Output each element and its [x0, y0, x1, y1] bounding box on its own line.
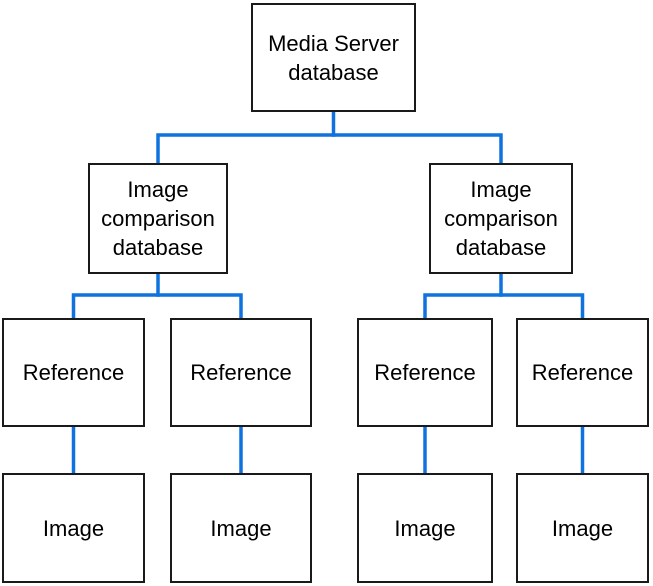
node-image-2: Image	[170, 473, 312, 583]
node-image-comparison-database-2: Image comparison database	[429, 163, 573, 274]
node-reference-1: Reference	[2, 318, 145, 427]
node-label: Media Server database	[268, 30, 399, 85]
node-label: Image comparison database	[101, 177, 215, 260]
node-label: Image	[42, 515, 105, 541]
node-label: Reference	[22, 360, 125, 385]
node-label: Reference	[531, 360, 634, 385]
node-reference-3: Reference	[357, 318, 493, 427]
node-image-3: Image	[357, 473, 493, 583]
node-image-1: Image	[2, 473, 145, 583]
edge-comparison1-to-references	[71, 293, 243, 318]
edge-comparison2-to-references	[423, 293, 585, 318]
node-reference-2: Reference	[170, 318, 312, 427]
node-image-comparison-database-1: Image comparison database	[88, 163, 228, 274]
node-label: Reference	[374, 360, 476, 385]
node-label: Reference	[190, 360, 292, 385]
node-reference-4: Reference	[516, 318, 649, 427]
node-label: Image	[210, 515, 272, 541]
node-label: Image	[551, 515, 614, 541]
node-label: Image	[394, 515, 456, 541]
node-media-server-database: Media Server database	[251, 3, 416, 112]
node-label: Image comparison database	[444, 177, 558, 260]
node-image-4: Image	[516, 473, 649, 583]
edge-root-to-comparison-dbs	[156, 133, 503, 163]
